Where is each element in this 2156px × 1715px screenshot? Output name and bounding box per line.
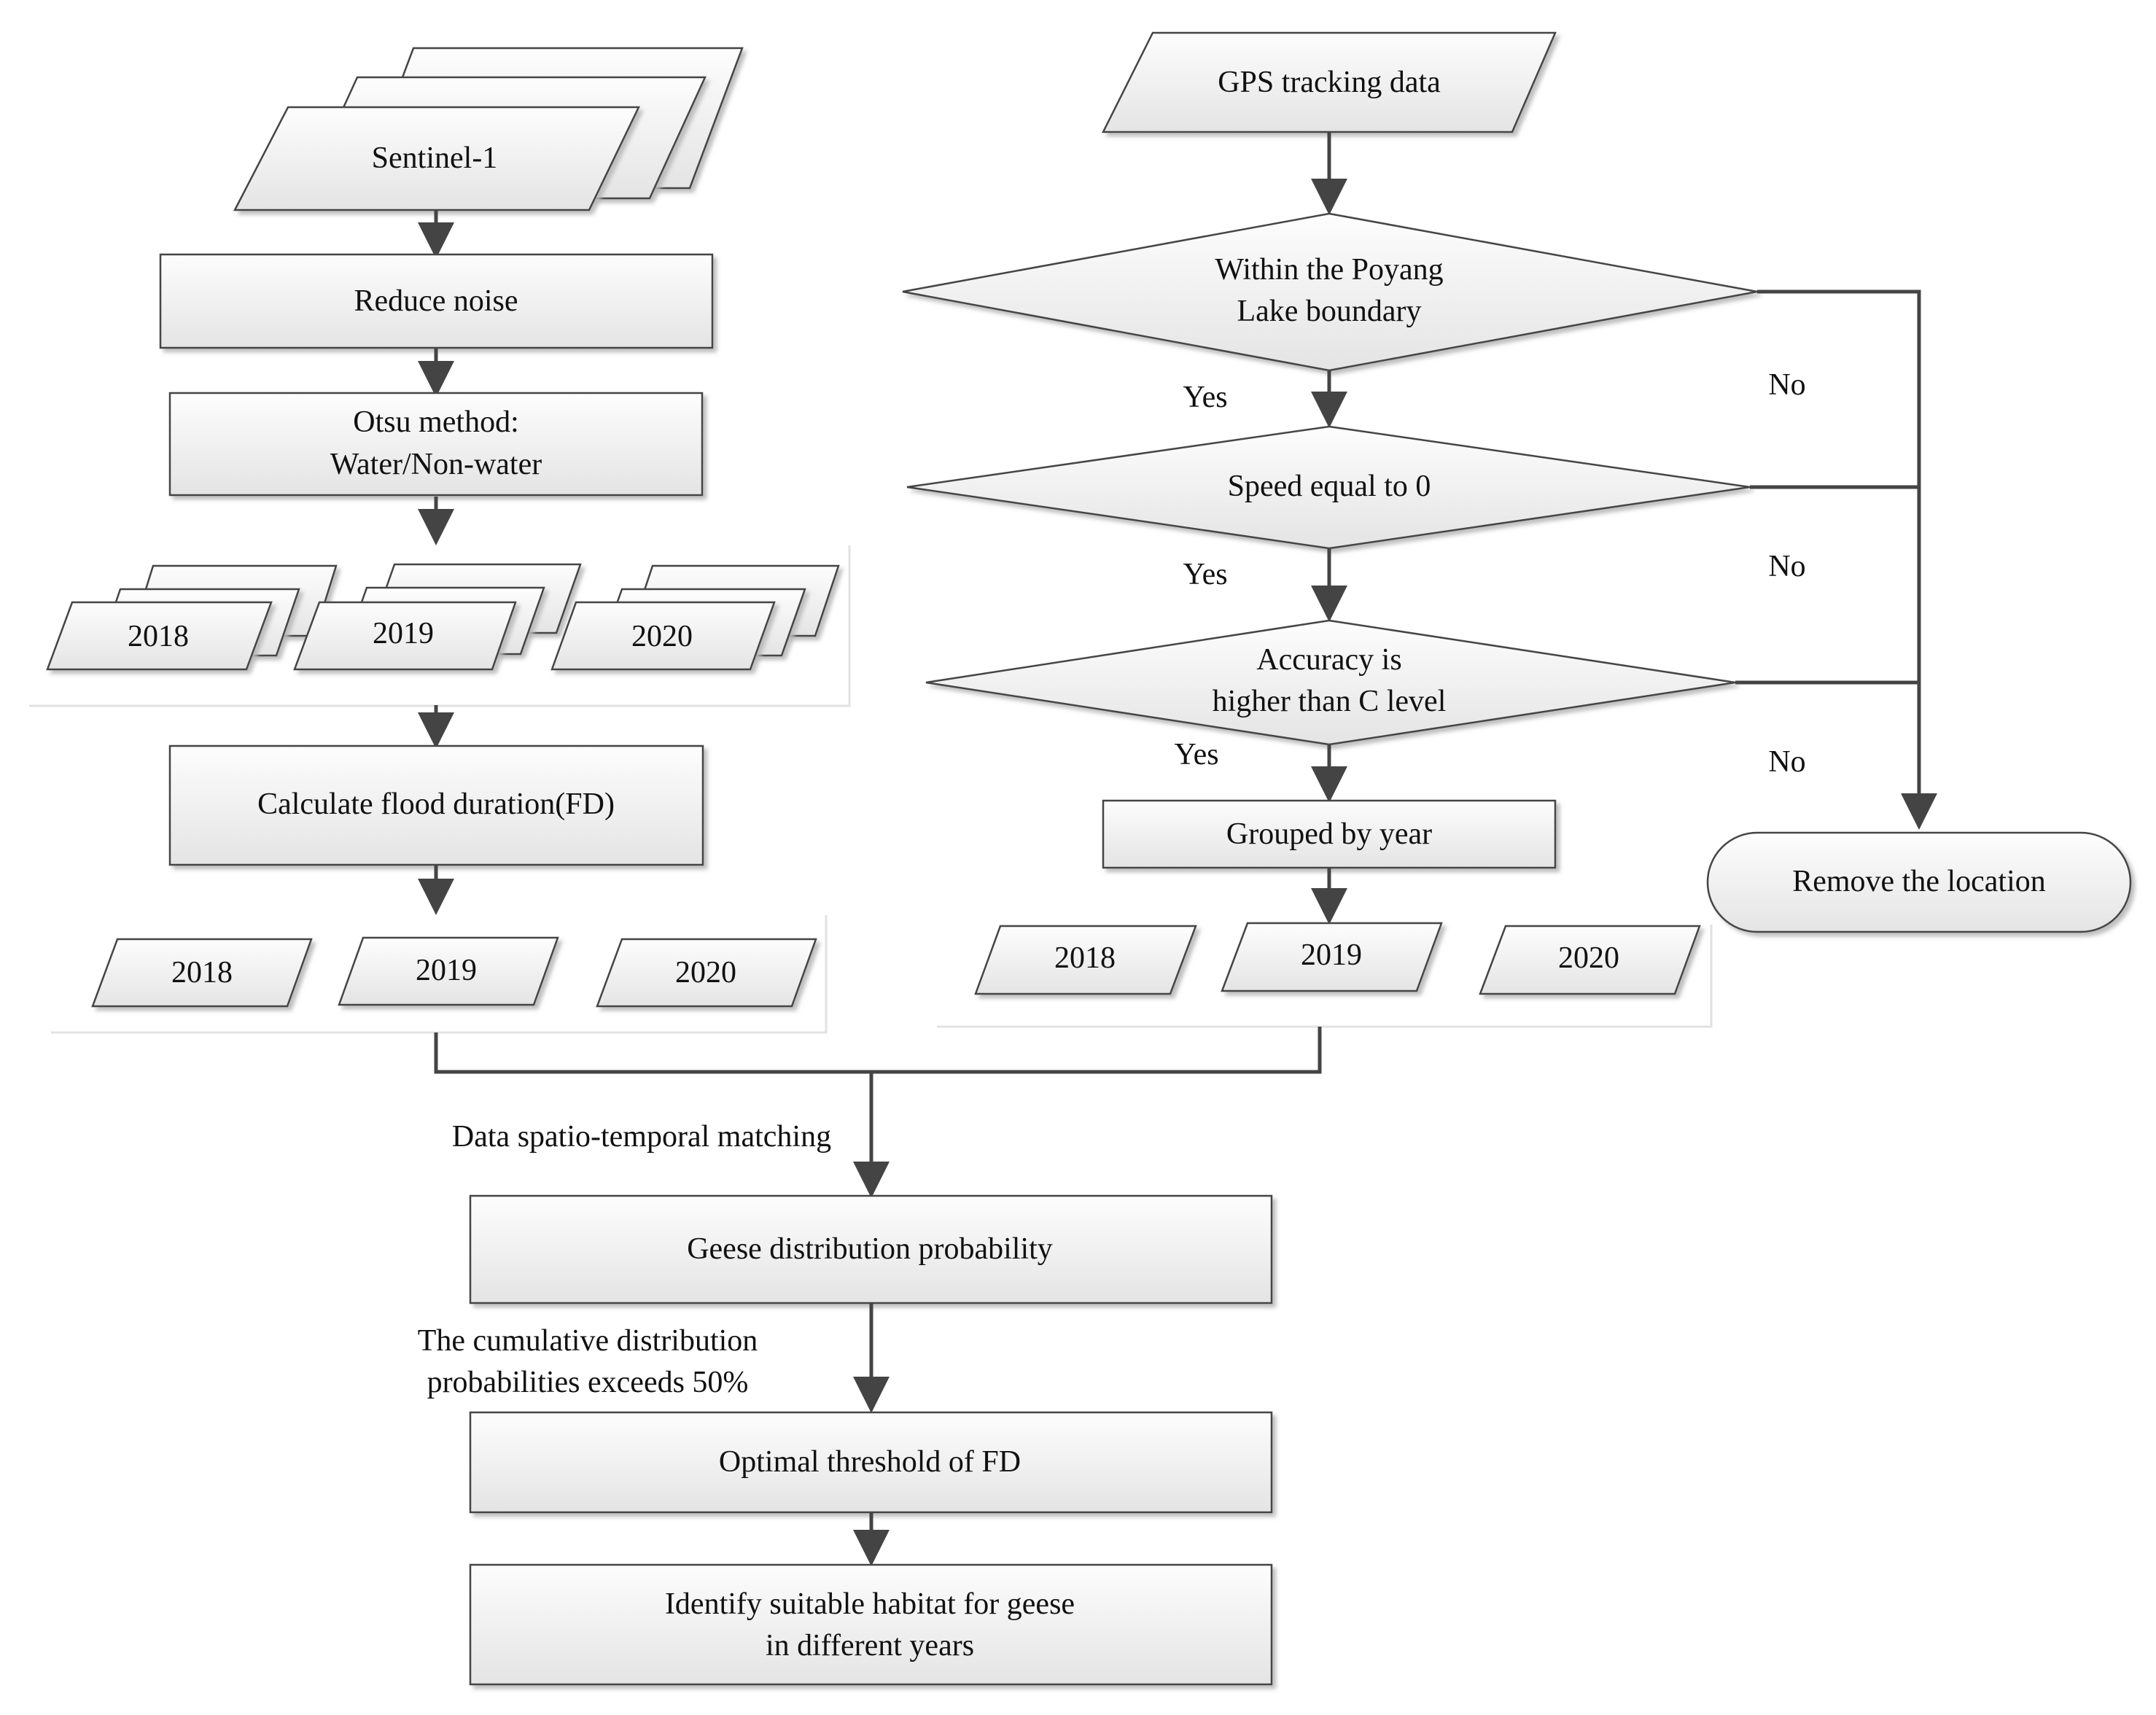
fd-year-2018: 2018	[91, 938, 313, 1008]
year-label-2018: 2018	[128, 620, 189, 653]
frame-gps-years	[937, 925, 1713, 1028]
no-label: No	[1768, 550, 1805, 583]
geese-probability-box: Geese distribution probability	[469, 1194, 1273, 1304]
year-label-2018: 2018	[1054, 941, 1116, 975]
year-parallelogram	[1479, 925, 1701, 995]
gps-year-2019: 2019	[1221, 922, 1443, 992]
year-parallelogram	[1221, 922, 1443, 992]
gps-year-2018: 2018	[974, 925, 1197, 995]
optimal-threshold-box: Optimal threshold of FD	[469, 1411, 1273, 1514]
optimal-threshold-rect	[469, 1411, 1273, 1514]
merge-connectors	[434, 1027, 1322, 1198]
otsu-box: Otsu method: Water/Non-water	[168, 392, 704, 497]
group-frames	[29, 545, 1713, 1034]
merge-line	[434, 1027, 1322, 1074]
decision-accuracy: Accuracy is higher than C level	[925, 619, 1736, 746]
decision-accuracy-line1: Accuracy is	[1256, 643, 1401, 677]
reduce-noise-label: Reduce noise	[354, 284, 518, 318]
year-parallelogram	[293, 601, 517, 671]
calculate-fd-box: Calculate flood duration(FD)	[168, 744, 704, 866]
otsu-label-line1: Otsu method:	[353, 405, 519, 439]
yes-label: Yes	[1183, 381, 1227, 414]
year-label-2019: 2019	[1301, 938, 1362, 972]
geese-probability-label: Geese distribution probability	[687, 1232, 1053, 1266]
year-label-2020: 2020	[1558, 941, 1619, 975]
geese-probability-rect	[469, 1194, 1273, 1304]
no-label: No	[1768, 368, 1805, 402]
year-parallelogram	[596, 938, 817, 1008]
year-parallelogram	[974, 925, 1197, 995]
stacked-year-2020: 2020	[550, 564, 840, 671]
decision-speed: Speed equal to 0	[906, 425, 1751, 550]
sentinel-parallelogram	[233, 106, 640, 211]
yes-label: Yes	[1183, 558, 1227, 591]
grouped-rect	[1102, 799, 1557, 869]
grouped-box: Grouped by year	[1102, 799, 1557, 869]
frame-fd-years	[51, 915, 828, 1034]
gps-parallelogram	[1101, 31, 1557, 133]
optimal-threshold-label: Optimal threshold of FD	[719, 1445, 1021, 1479]
gps-year-2020: 2020	[1479, 925, 1701, 995]
decision-boundary-line1: Within the Poyang	[1215, 253, 1443, 287]
no-path-main	[1757, 289, 1937, 830]
stacked-year-2018: 2018	[46, 564, 338, 671]
year-label-2020: 2020	[631, 620, 693, 653]
decision-accuracy-line2: higher than C level	[1213, 685, 1447, 718]
gps-source: GPS tracking data	[1101, 31, 1557, 133]
no-connectors	[1735, 289, 1937, 830]
no-label: No	[1768, 745, 1805, 779]
otsu-label-line2: Water/Non-water	[330, 448, 542, 481]
identify-habitat-line2: in different years	[766, 1629, 974, 1662]
reduce-noise-rect	[159, 253, 714, 349]
merge-label: Data spatio-temporal matching	[452, 1120, 831, 1154]
decision-boundary: Within the Poyang Lake boundary	[902, 212, 1758, 372]
calculate-fd-label: Calculate flood duration(FD)	[257, 788, 615, 821]
stacked-year-2019: 2019	[293, 563, 582, 671]
sentinel-label: Sentinel-1	[372, 141, 498, 175]
yes-label: Yes	[1174, 738, 1218, 771]
sentinel-source: Sentinel-1	[233, 47, 744, 211]
frame-stacked-years	[29, 545, 851, 707]
remove-location-label: Remove the location	[1792, 865, 2046, 898]
year-parallelogram	[550, 601, 776, 671]
year-parallelogram	[46, 601, 273, 671]
year-parallelogram	[338, 936, 559, 1006]
gps-label: GPS tracking data	[1218, 66, 1441, 99]
decision-boundary-line2: Lake boundary	[1237, 295, 1421, 328]
grouped-label: Grouped by year	[1226, 817, 1432, 851]
year-label-2018: 2018	[171, 956, 233, 989]
fd-year-2020: 2020	[596, 938, 817, 1008]
year-parallelogram	[91, 938, 313, 1008]
cumulative-label-line2: probabilities exceeds 50%	[427, 1366, 749, 1399]
identify-habitat-box: Identify suitable habitat for geese in d…	[469, 1563, 1273, 1686]
identify-habitat-rect	[469, 1563, 1273, 1686]
cumulative-label-line1: The cumulative distribution	[418, 1324, 758, 1358]
year-label-2020: 2020	[675, 956, 736, 989]
remove-location-terminator: Remove the location	[1706, 831, 2132, 933]
decision-speed-label: Speed equal to 0	[1228, 470, 1431, 503]
reduce-noise-box: Reduce noise	[159, 253, 714, 349]
decision-diamond	[902, 212, 1758, 372]
fd-year-2019: 2019	[338, 936, 559, 1006]
terminator-shape	[1706, 831, 2132, 933]
calculate-fd-rect	[168, 744, 704, 866]
decision-diamond	[925, 619, 1736, 746]
year-label-2019: 2019	[416, 954, 477, 987]
otsu-rect	[168, 392, 704, 497]
identify-habitat-line1: Identify suitable habitat for geese	[665, 1587, 1075, 1621]
year-label-2019: 2019	[373, 617, 434, 650]
